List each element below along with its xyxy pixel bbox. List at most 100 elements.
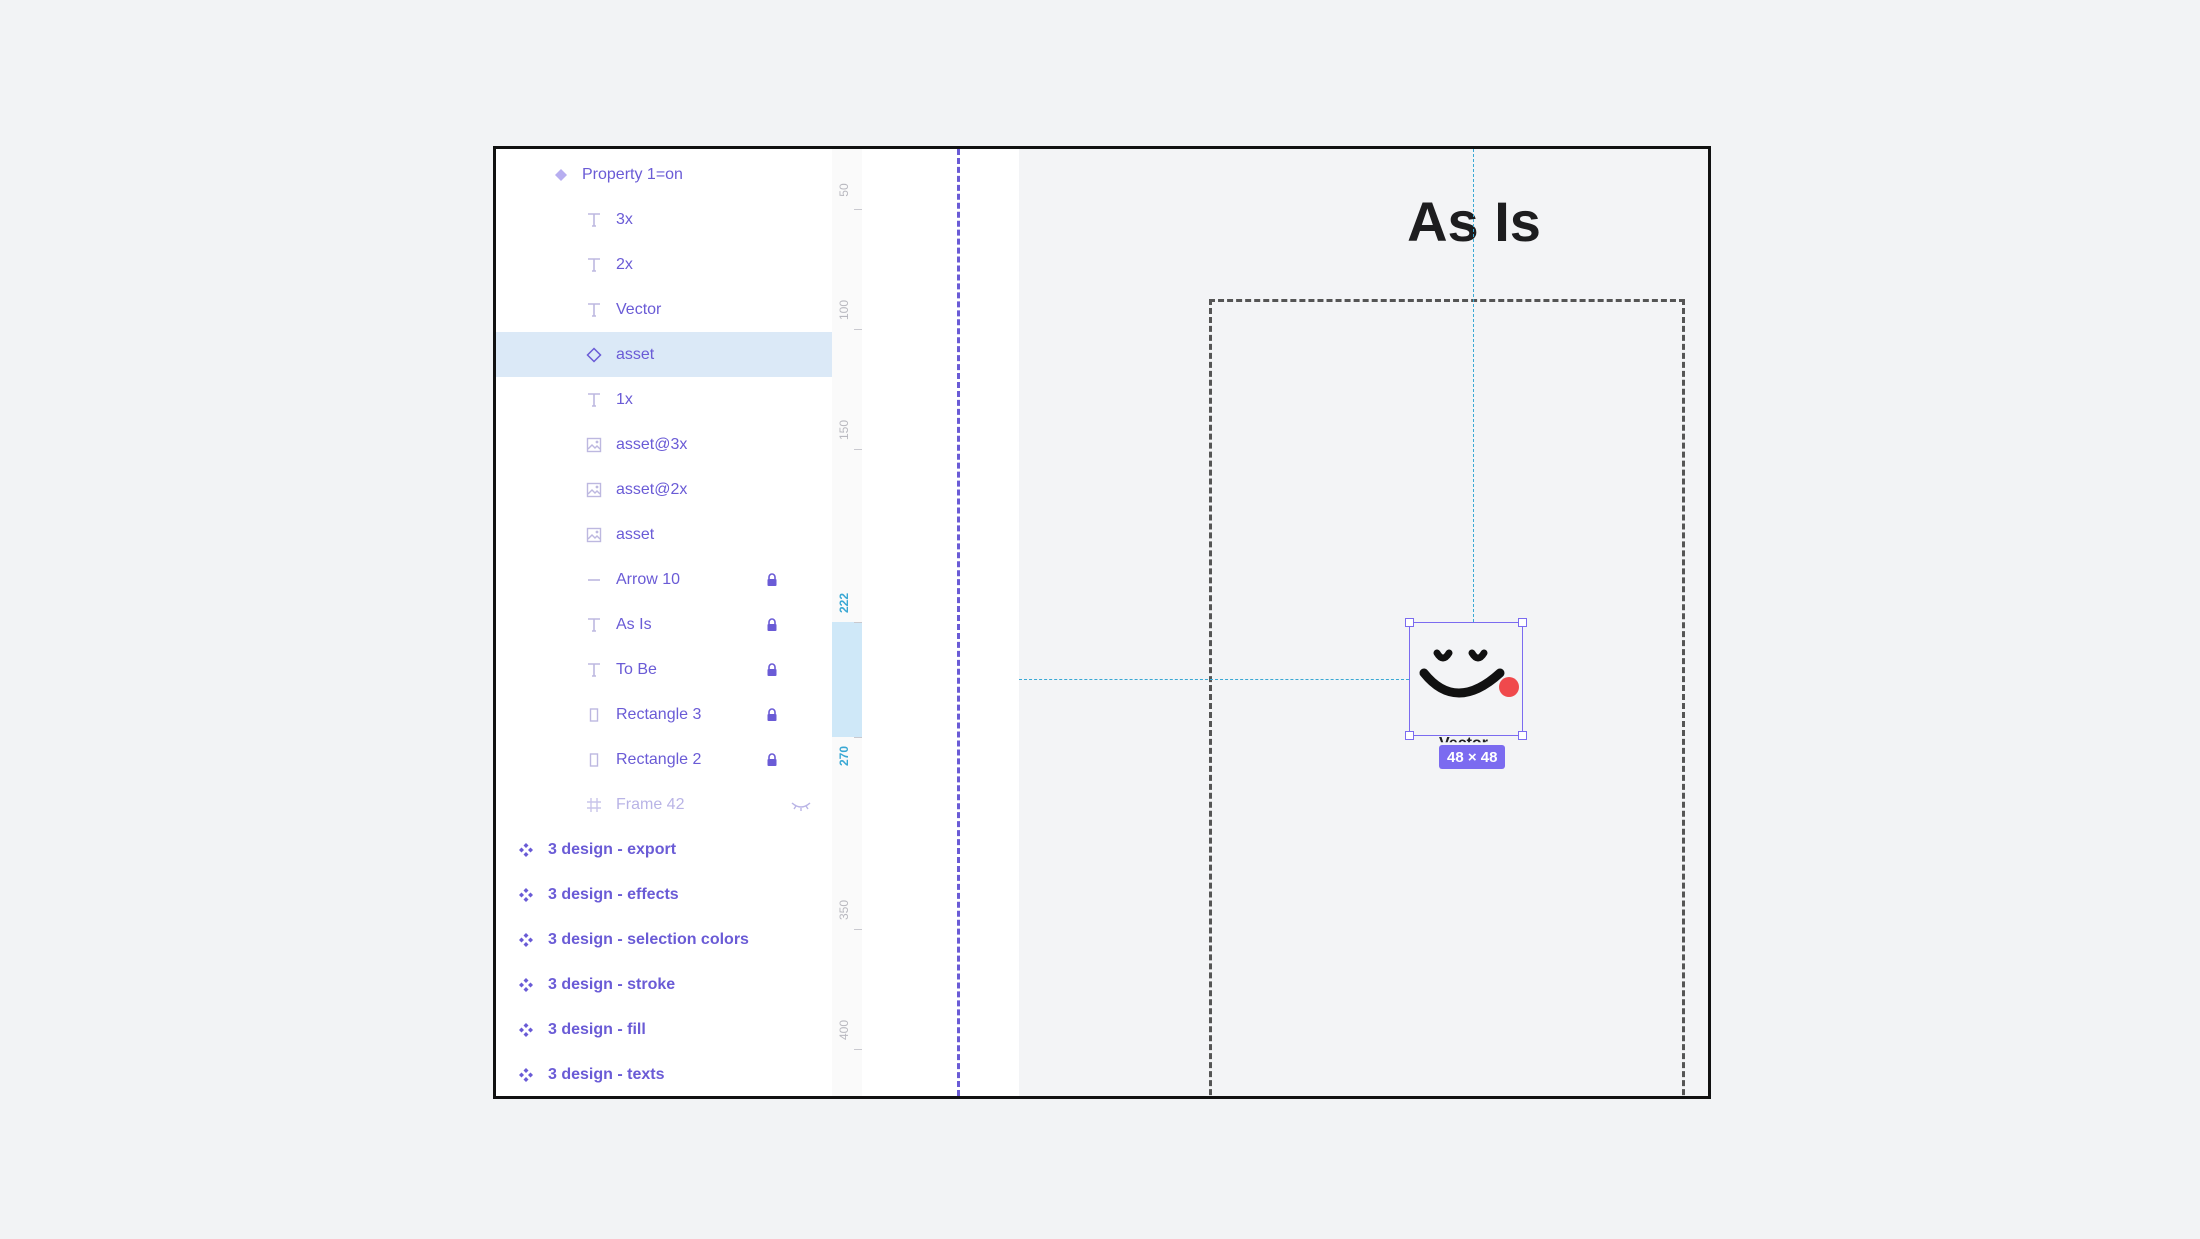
layer-row[interactable]: 3 design - fill — [496, 1007, 832, 1052]
layer-label: Rectangle 2 — [616, 750, 702, 768]
resize-handle-bottom-left[interactable] — [1405, 731, 1414, 740]
layer-label: As Is — [616, 615, 652, 633]
ruler-tick — [854, 329, 862, 330]
layer-row[interactable]: 2x — [496, 242, 832, 287]
text-icon — [584, 255, 604, 275]
layer-row[interactable]: Frame 42 — [496, 782, 832, 827]
lock-icon[interactable] — [766, 662, 778, 677]
layer-row[interactable]: 3 design - texts — [496, 1052, 832, 1096]
text-icon — [584, 300, 604, 320]
layer-label: asset — [616, 345, 655, 363]
horizontal-measure-guide — [1019, 679, 1409, 680]
vertical-ruler: 50 100 150 222 270 350 400 — [832, 149, 863, 1096]
text-icon — [584, 660, 604, 680]
layer-label: 3 design - fill — [548, 1020, 646, 1038]
instance-icon — [584, 345, 604, 365]
lock-icon[interactable] — [766, 707, 778, 722]
resize-handle-top-left[interactable] — [1405, 618, 1414, 627]
rectangle-icon — [584, 705, 604, 725]
frame-icon — [584, 795, 604, 815]
ruler-tick — [854, 449, 862, 450]
layer-row[interactable]: 3x — [496, 197, 832, 242]
ruler-tick — [854, 737, 862, 738]
layer-label: Vector — [616, 300, 662, 318]
resize-handle-top-right[interactable] — [1518, 618, 1527, 627]
lock-icon[interactable] — [766, 572, 778, 587]
canvas-title[interactable]: As Is — [1407, 190, 1541, 253]
vertical-measure-guide — [1473, 149, 1474, 622]
layer-row[interactable]: asset@2x — [496, 467, 832, 512]
layer-row[interactable]: Rectangle 3 — [496, 692, 832, 737]
layer-label: asset@3x — [616, 435, 688, 453]
ruler-mark: 400 — [837, 1019, 851, 1040]
layer-row[interactable]: 3 design - selection colors — [496, 917, 832, 962]
frame-edge-guide — [957, 149, 960, 1096]
design-canvas[interactable]: As Is Vector 48 × 48 — [1019, 149, 1708, 1096]
ruler-tick — [854, 622, 862, 623]
layer-row[interactable]: 3 design - effects — [496, 872, 832, 917]
image-icon — [584, 435, 604, 455]
canvas-margin-strip — [862, 149, 1019, 1096]
layer-label: asset — [616, 525, 655, 543]
image-icon — [584, 525, 604, 545]
layer-row[interactable]: asset — [496, 332, 832, 377]
component-icon — [516, 840, 536, 860]
layer-label: 3 design - texts — [548, 1065, 665, 1083]
dashed-rectangle[interactable] — [1209, 299, 1685, 1096]
layer-label: 1x — [616, 390, 633, 408]
text-icon — [584, 390, 604, 410]
hidden-eye-icon[interactable] — [790, 799, 812, 811]
ruler-mark: 350 — [837, 899, 851, 920]
layer-label: 3 design - selection colors — [548, 930, 749, 948]
layer-row[interactable]: asset — [496, 512, 832, 557]
resize-handle-bottom-right[interactable] — [1518, 731, 1527, 740]
image-icon — [584, 480, 604, 500]
ruler-selection-band — [832, 622, 862, 737]
layer-row[interactable]: 1x — [496, 377, 832, 422]
ruler-tick — [854, 209, 862, 210]
layer-row[interactable]: To Be — [496, 647, 832, 692]
layer-row[interactable]: 3 design - stroke — [496, 962, 832, 1007]
ruler-mark: 100 — [837, 299, 851, 320]
component-icon — [516, 1020, 536, 1040]
rectangle-icon — [584, 750, 604, 770]
component-icon — [516, 930, 536, 950]
layer-label: 3 design - stroke — [548, 975, 676, 993]
layer-row[interactable]: Arrow 10 — [496, 557, 832, 602]
layer-label: 3 design - export — [548, 840, 677, 858]
layer-label: Frame 42 — [616, 795, 685, 813]
layer-label: Rectangle 3 — [616, 705, 702, 723]
line-icon — [584, 570, 604, 590]
layer-label: asset@2x — [616, 480, 688, 498]
component-variant-icon — [551, 165, 571, 185]
component-icon — [516, 885, 536, 905]
layer-label: Property 1=on — [582, 165, 683, 183]
ruler-tick — [854, 929, 862, 930]
ruler-tick — [854, 1049, 862, 1050]
layer-row[interactable]: asset@3x — [496, 422, 832, 467]
layer-row[interactable]: Vector — [496, 287, 832, 332]
text-icon — [584, 615, 604, 635]
layer-label: 3x — [616, 210, 633, 228]
component-icon — [516, 975, 536, 995]
lock-icon[interactable] — [766, 617, 778, 632]
layer-row[interactable]: 3 design - export — [496, 827, 832, 872]
layer-label: 3 design - effects — [548, 885, 679, 903]
ruler-mark-selection-top: 222 — [837, 592, 851, 613]
layer-row[interactable]: As Is — [496, 602, 832, 647]
selected-asset[interactable] — [1405, 618, 1527, 740]
smiley-icon — [1419, 649, 1519, 698]
dimension-badge: 48 × 48 — [1439, 745, 1506, 769]
layer-label: 2x — [616, 255, 633, 273]
component-icon — [516, 1065, 536, 1085]
vector-text-label: Vector — [1439, 735, 1488, 752]
lock-icon[interactable] — [766, 752, 778, 767]
layer-row[interactable]: Rectangle 2 — [496, 737, 832, 782]
text-icon — [584, 210, 604, 230]
ruler-mark: 150 — [837, 419, 851, 440]
ruler-mark: 50 — [837, 183, 851, 197]
layer-row[interactable]: Property 1=on — [496, 152, 832, 197]
layer-label: Arrow 10 — [616, 570, 681, 588]
